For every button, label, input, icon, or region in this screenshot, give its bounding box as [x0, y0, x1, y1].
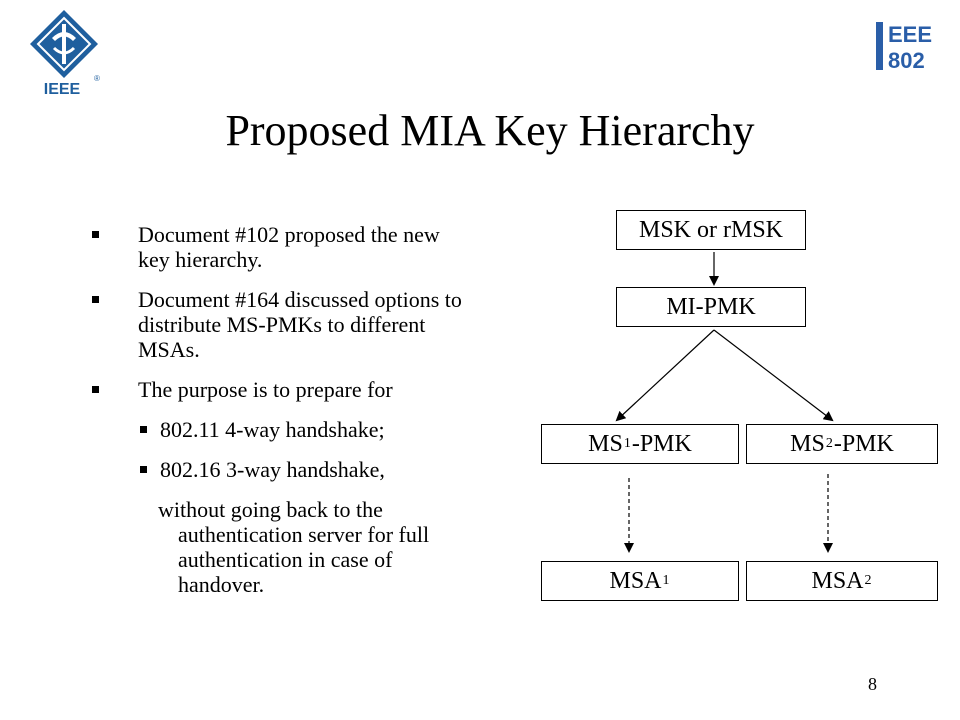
ieee-logo-text: IEEE — [44, 81, 81, 98]
page-title: Proposed MIA Key Hierarchy — [225, 106, 755, 155]
ieee-802-logo: EEE 802 — [872, 14, 938, 76]
svg-text:EEE: EEE — [888, 22, 932, 47]
bullet-icon — [92, 231, 99, 238]
arrow-mipmk-to-ms1 — [615, 329, 715, 422]
svg-text:®: ® — [94, 74, 100, 83]
mi-pmk-box: MI-PMK — [616, 287, 806, 327]
sub-list-item: 802.11 4-way handshake; — [92, 417, 472, 442]
arrow-mipmk-to-ms2 — [713, 329, 834, 422]
bullet-icon — [140, 466, 147, 473]
continuation-text: without going back to the authentication… — [158, 497, 430, 597]
list-item: The purpose is to prepare for — [92, 377, 472, 402]
list-item: Document #164 discussed options to distr… — [92, 287, 472, 362]
bullet-list: Document #102 proposed the new key hiera… — [92, 222, 472, 597]
bullet-icon — [140, 426, 147, 433]
msk-box: MSK or rMSK — [616, 210, 806, 250]
sub-list-item: 802.16 3-way handshake, — [92, 457, 472, 482]
list-item: Document #102 proposed the new key hiera… — [92, 222, 472, 272]
bullet-icon — [92, 296, 99, 303]
bullet-icon — [92, 386, 99, 393]
ieee-logo: IEEE ® — [30, 10, 100, 98]
page-number: 8 — [868, 674, 877, 694]
svg-text:802: 802 — [888, 48, 925, 73]
